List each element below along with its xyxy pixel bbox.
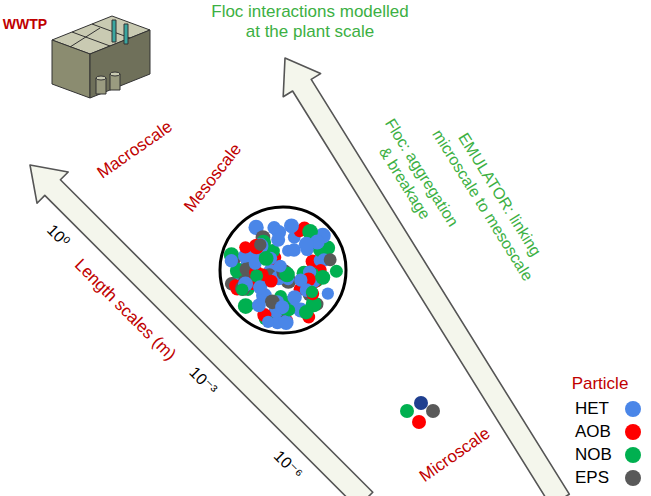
- scale-arrow: [30, 165, 373, 496]
- model-arrow: [283, 58, 569, 496]
- micro-particles: [400, 396, 440, 429]
- legend-row: NOB: [575, 445, 641, 465]
- legend-row: AOB: [575, 422, 641, 442]
- scale-tick: 10⁻³: [185, 363, 221, 399]
- legend-title: Particle: [572, 374, 629, 394]
- plant-tank: [96, 76, 106, 80]
- legend-label: HET: [575, 399, 625, 419]
- legend-swatch: [625, 447, 641, 463]
- particle: [315, 270, 330, 285]
- particle: [236, 283, 248, 295]
- particle: [414, 396, 428, 410]
- particle: [400, 404, 414, 418]
- legend-label: AOB: [575, 422, 625, 442]
- plant-scale-note: Floc interactions modelled at the plant …: [208, 2, 413, 42]
- scale-name: Mesoscale: [180, 140, 246, 216]
- wwtp-plant: [52, 16, 150, 98]
- particle: [271, 233, 285, 247]
- floc-outline: [220, 207, 346, 333]
- legend-label: EPS: [575, 468, 625, 488]
- particle: [252, 299, 266, 313]
- legend-swatch: [625, 470, 641, 486]
- particle: [324, 253, 337, 266]
- legend-swatch: [625, 424, 641, 440]
- plant-side: [90, 30, 150, 98]
- particle: [262, 316, 274, 328]
- particle: [225, 254, 238, 267]
- scale-name: Macroscale: [94, 117, 177, 183]
- plant-front: [52, 40, 90, 98]
- plant-tank: [110, 72, 120, 76]
- particle: [426, 404, 440, 418]
- particle: [306, 286, 318, 298]
- particle: [265, 275, 278, 288]
- particle: [330, 265, 343, 278]
- particle: [279, 315, 294, 330]
- particle: [274, 260, 287, 273]
- scale-tick: 10⁰: [42, 220, 73, 251]
- plant-pipe: [124, 24, 128, 44]
- plant-pipe: [112, 20, 116, 42]
- particle: [412, 415, 426, 429]
- particle: [322, 287, 334, 299]
- legend-row: EPS: [575, 468, 641, 488]
- particle: [238, 298, 254, 314]
- legend-swatch: [625, 401, 641, 417]
- plant-wall: [70, 28, 100, 47]
- legend-label: NOB: [575, 445, 625, 465]
- particle: [299, 237, 314, 252]
- particle: [287, 243, 301, 257]
- floc-particles: [224, 218, 343, 330]
- particle: [284, 218, 299, 233]
- plant-label: WWTP: [3, 14, 47, 34]
- particle: [259, 251, 274, 266]
- scale-name: Microscale: [416, 424, 494, 487]
- particle: [299, 305, 313, 319]
- particle: [275, 300, 289, 314]
- particle: [254, 239, 266, 251]
- legend-row: HET: [575, 399, 641, 419]
